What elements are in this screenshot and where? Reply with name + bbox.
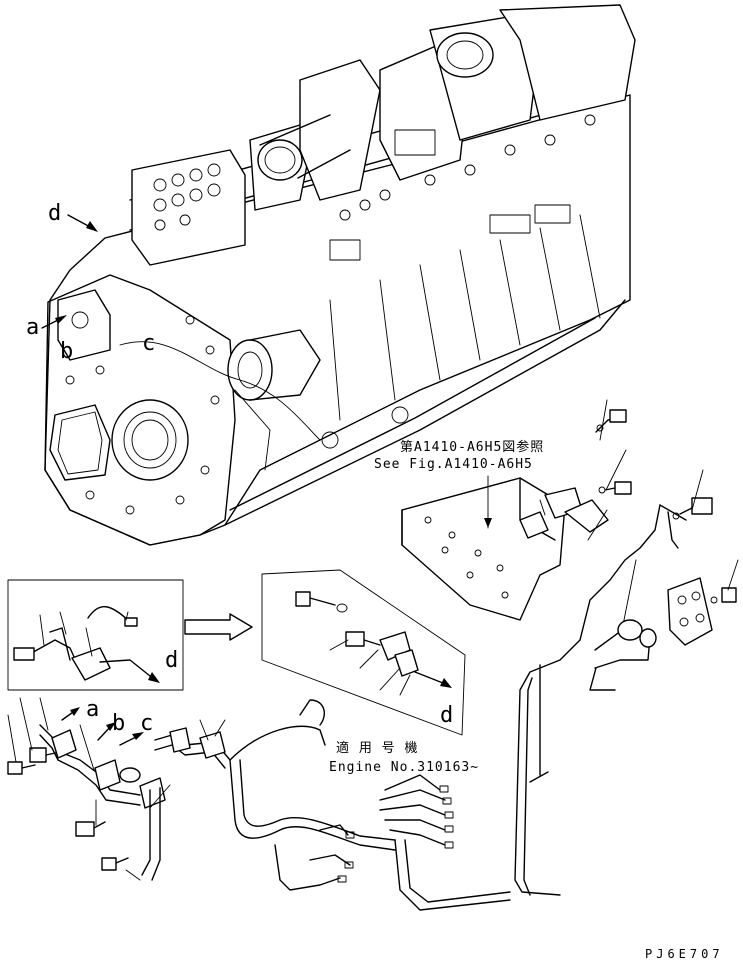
callout-a-engine: a (26, 315, 39, 340)
sensor-plate (667, 577, 713, 646)
callout-a-harness: a (86, 697, 99, 722)
callout-d-inset-left: d (165, 648, 178, 673)
callout-b-harness: b (112, 711, 125, 736)
mounting-bracket (401, 477, 566, 621)
drawing-id: PJ6E707 (645, 947, 724, 961)
inset-box-right: d (261, 569, 466, 736)
applicability-line-en: Engine No.310163~ (329, 760, 479, 775)
sensor-clamps (519, 487, 609, 539)
applicability-line-jp: 適 用 号 機 (336, 740, 418, 756)
engine-callouts: d a b c (26, 201, 155, 364)
reference-line-jp: 第A1410-A6H5図参照 (400, 439, 544, 455)
callout-d-inset-right: d (440, 703, 453, 728)
callout-c-harness: c (140, 711, 153, 736)
inset-box-left: d (7, 579, 184, 691)
callout-b-engine: b (60, 339, 73, 364)
transition-arrow (184, 613, 253, 641)
wire-harness-left: a b c (7, 697, 511, 911)
applicability-note: 適 用 号 機 Engine No.310163~ (329, 740, 479, 775)
callout-d-engine: d (48, 201, 61, 226)
engine-block (44, 4, 636, 546)
reference-note: 第A1410-A6H5図参照 See Fig.A1410-A6H5 (374, 439, 544, 529)
wire-harness-right (514, 504, 687, 896)
bolts-right (595, 409, 737, 604)
callout-c-engine: c (142, 331, 155, 356)
reference-line-en: See Fig.A1410-A6H5 (374, 457, 533, 472)
leader-lines-right (539, 399, 739, 631)
